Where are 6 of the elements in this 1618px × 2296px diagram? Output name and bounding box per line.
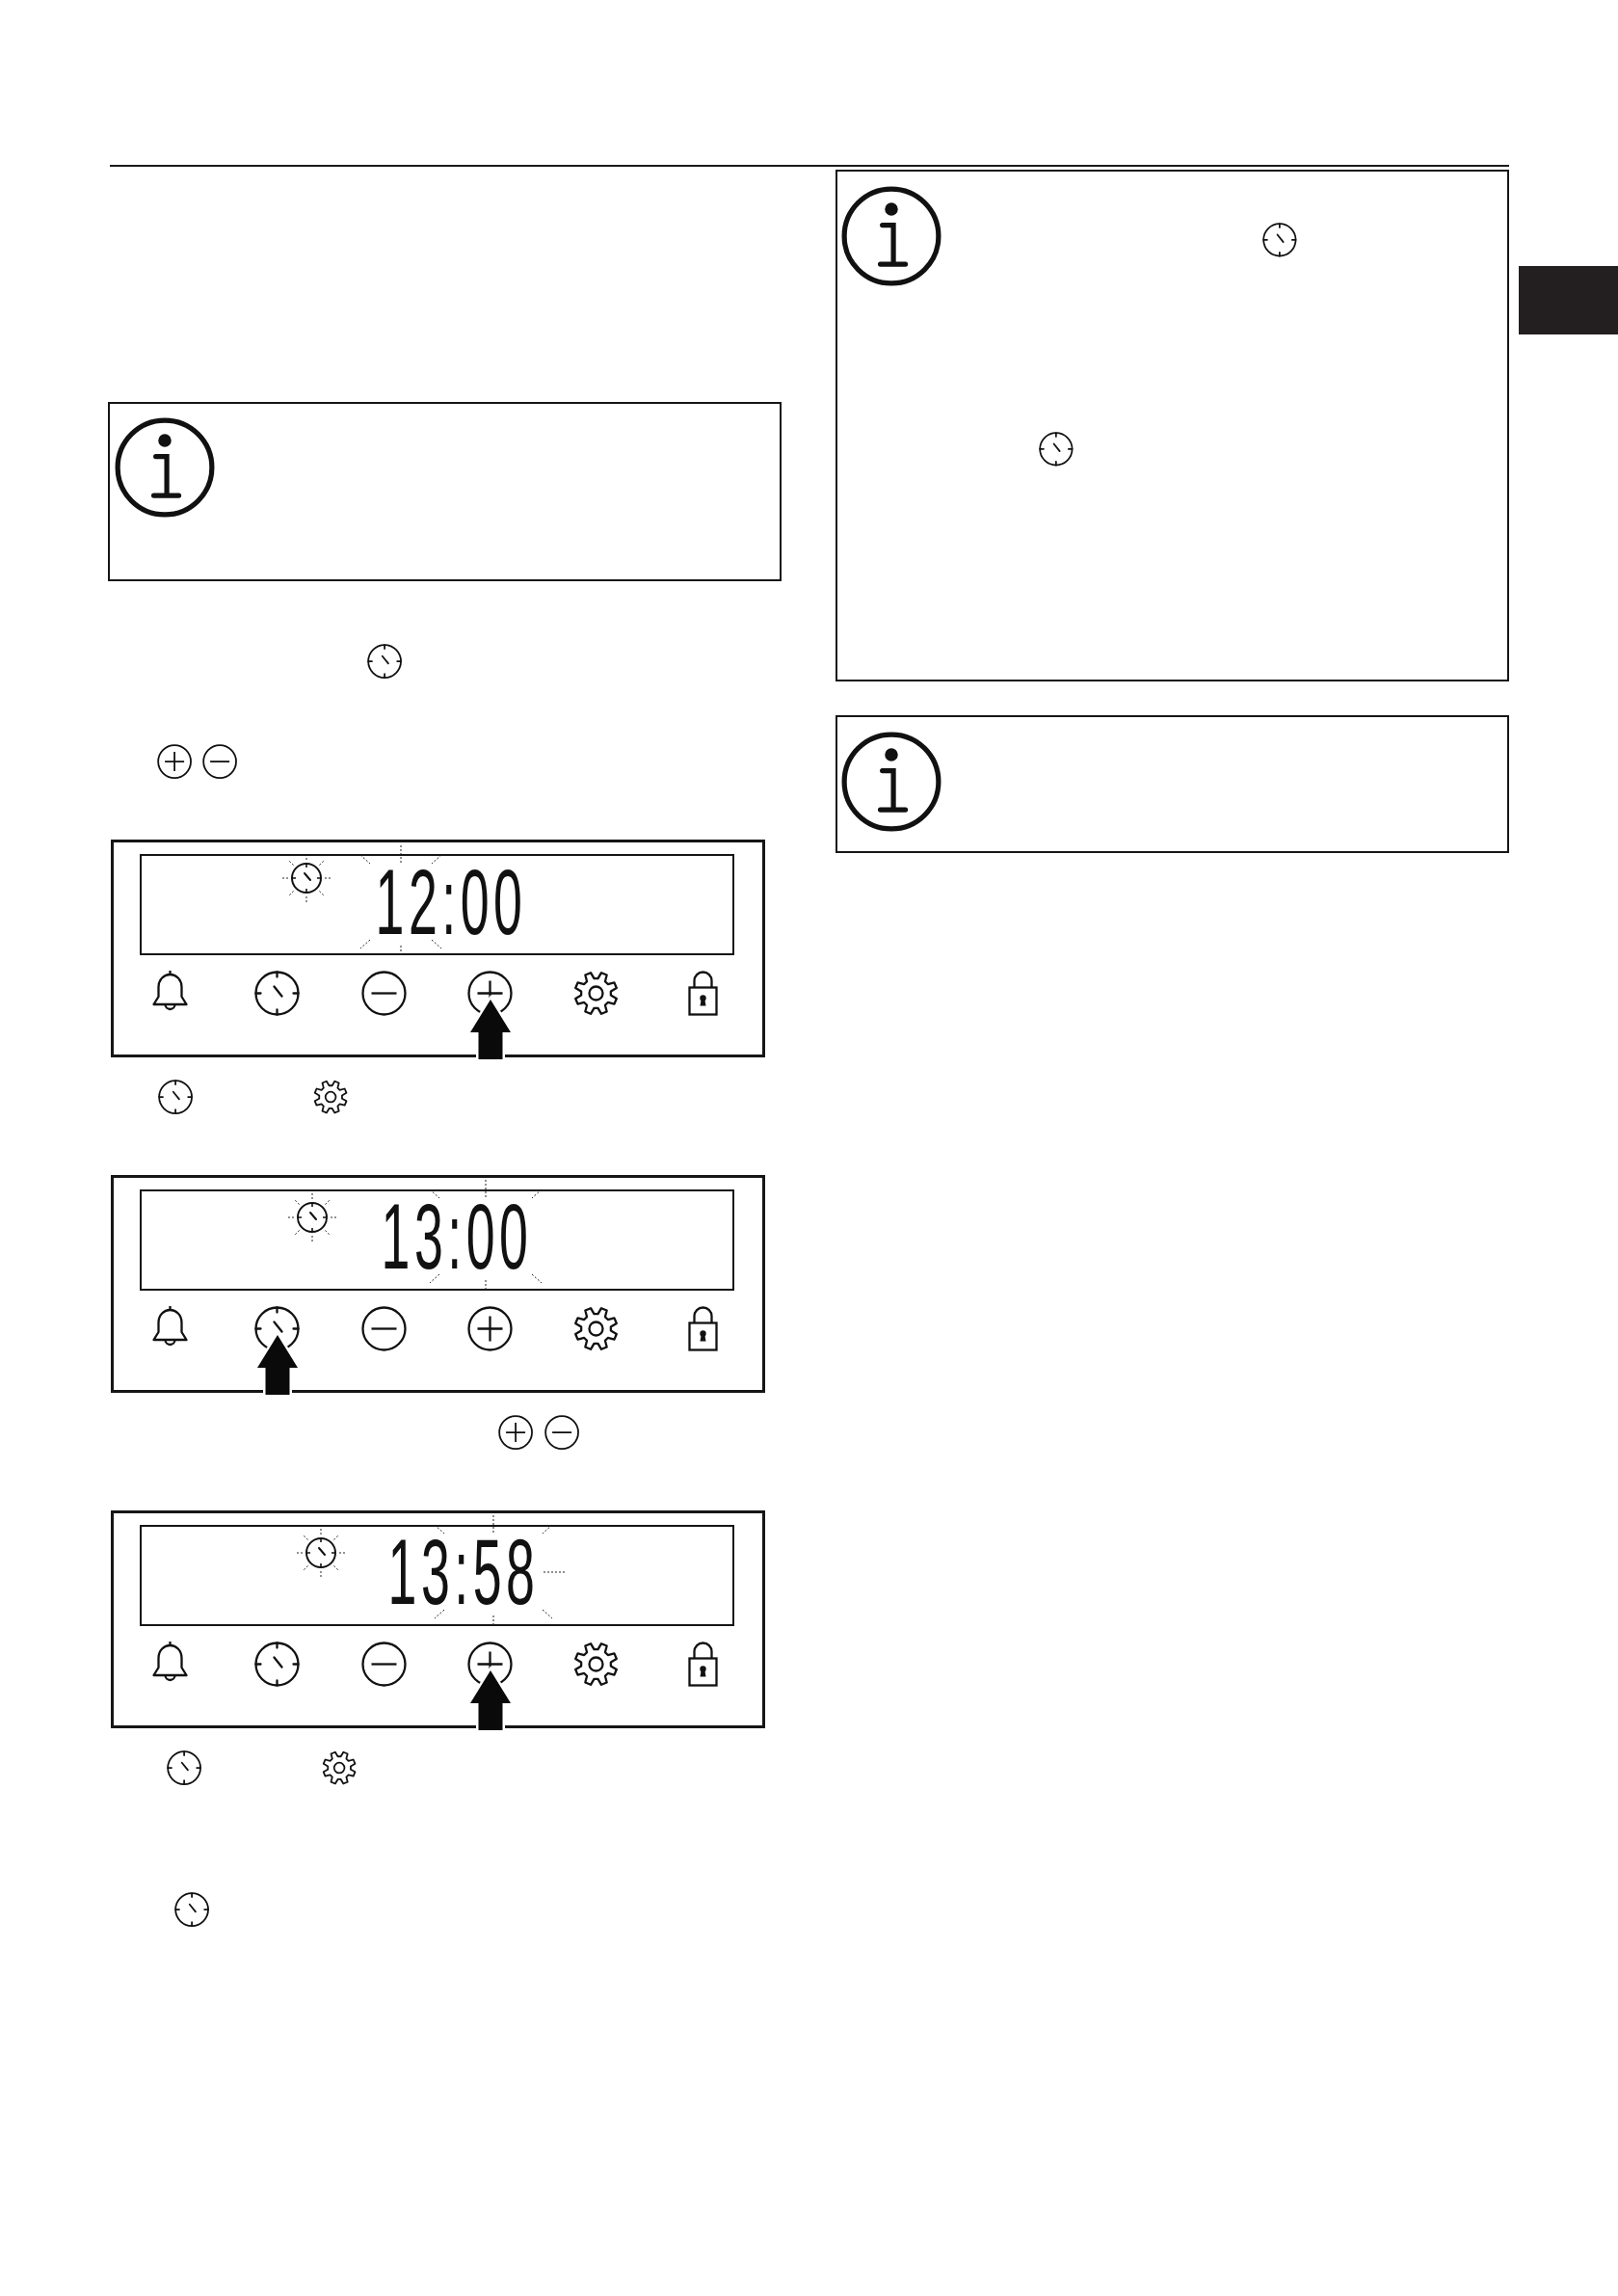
time-readout: 13:00 — [381, 1202, 533, 1271]
note-box — [836, 715, 1509, 853]
note-box — [108, 402, 782, 581]
time-readout: 13:58 — [387, 1537, 540, 1607]
time-readout: 12:00 — [375, 868, 527, 936]
note-box — [836, 170, 1509, 681]
